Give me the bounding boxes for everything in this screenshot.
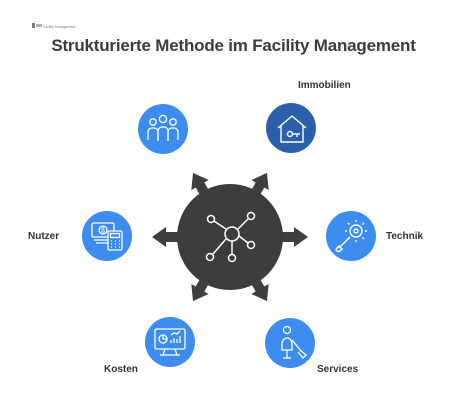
logo-mark-icon (32, 23, 42, 28)
label-nutzer: Nutzer (28, 231, 60, 242)
label-technik: Technik (386, 231, 424, 242)
arrow-head-bottom-left (191, 283, 209, 302)
node-immobilien (266, 103, 316, 153)
page-title: Strukturierte Methode im Facility Manage… (51, 36, 416, 55)
node-technik (326, 211, 376, 261)
people-group-icon (147, 114, 179, 141)
cleaning-person-icon (281, 325, 307, 359)
center-hub (177, 184, 283, 290)
arrow-head-right (294, 227, 308, 247)
arrow-head-top-right (251, 172, 269, 191)
node-nutzer: $ (82, 211, 132, 261)
label-services: Services (317, 364, 359, 375)
arrow-shaft-left (164, 232, 180, 242)
arrow-head-top-left (191, 172, 209, 191)
house-key-icon (277, 115, 307, 143)
gear-wrench-icon (335, 220, 367, 253)
node-people-group (138, 104, 188, 154)
node-kosten (145, 317, 195, 367)
node-services (265, 318, 315, 368)
label-kosten: Kosten (104, 364, 138, 375)
logo: Facility Management (32, 23, 75, 30)
svg-text:$: $ (101, 228, 105, 235)
logo-text: Facility Management (42, 25, 76, 29)
money-calculator-icon: $ (91, 222, 123, 251)
network-hub-icon (205, 211, 256, 263)
arrow-shaft-right (280, 232, 296, 242)
label-immobilien: Immobilien (298, 80, 351, 91)
arrow-head-left (152, 227, 166, 247)
analytics-screen-icon (154, 328, 186, 356)
arrow-head-bottom-right (251, 283, 269, 302)
